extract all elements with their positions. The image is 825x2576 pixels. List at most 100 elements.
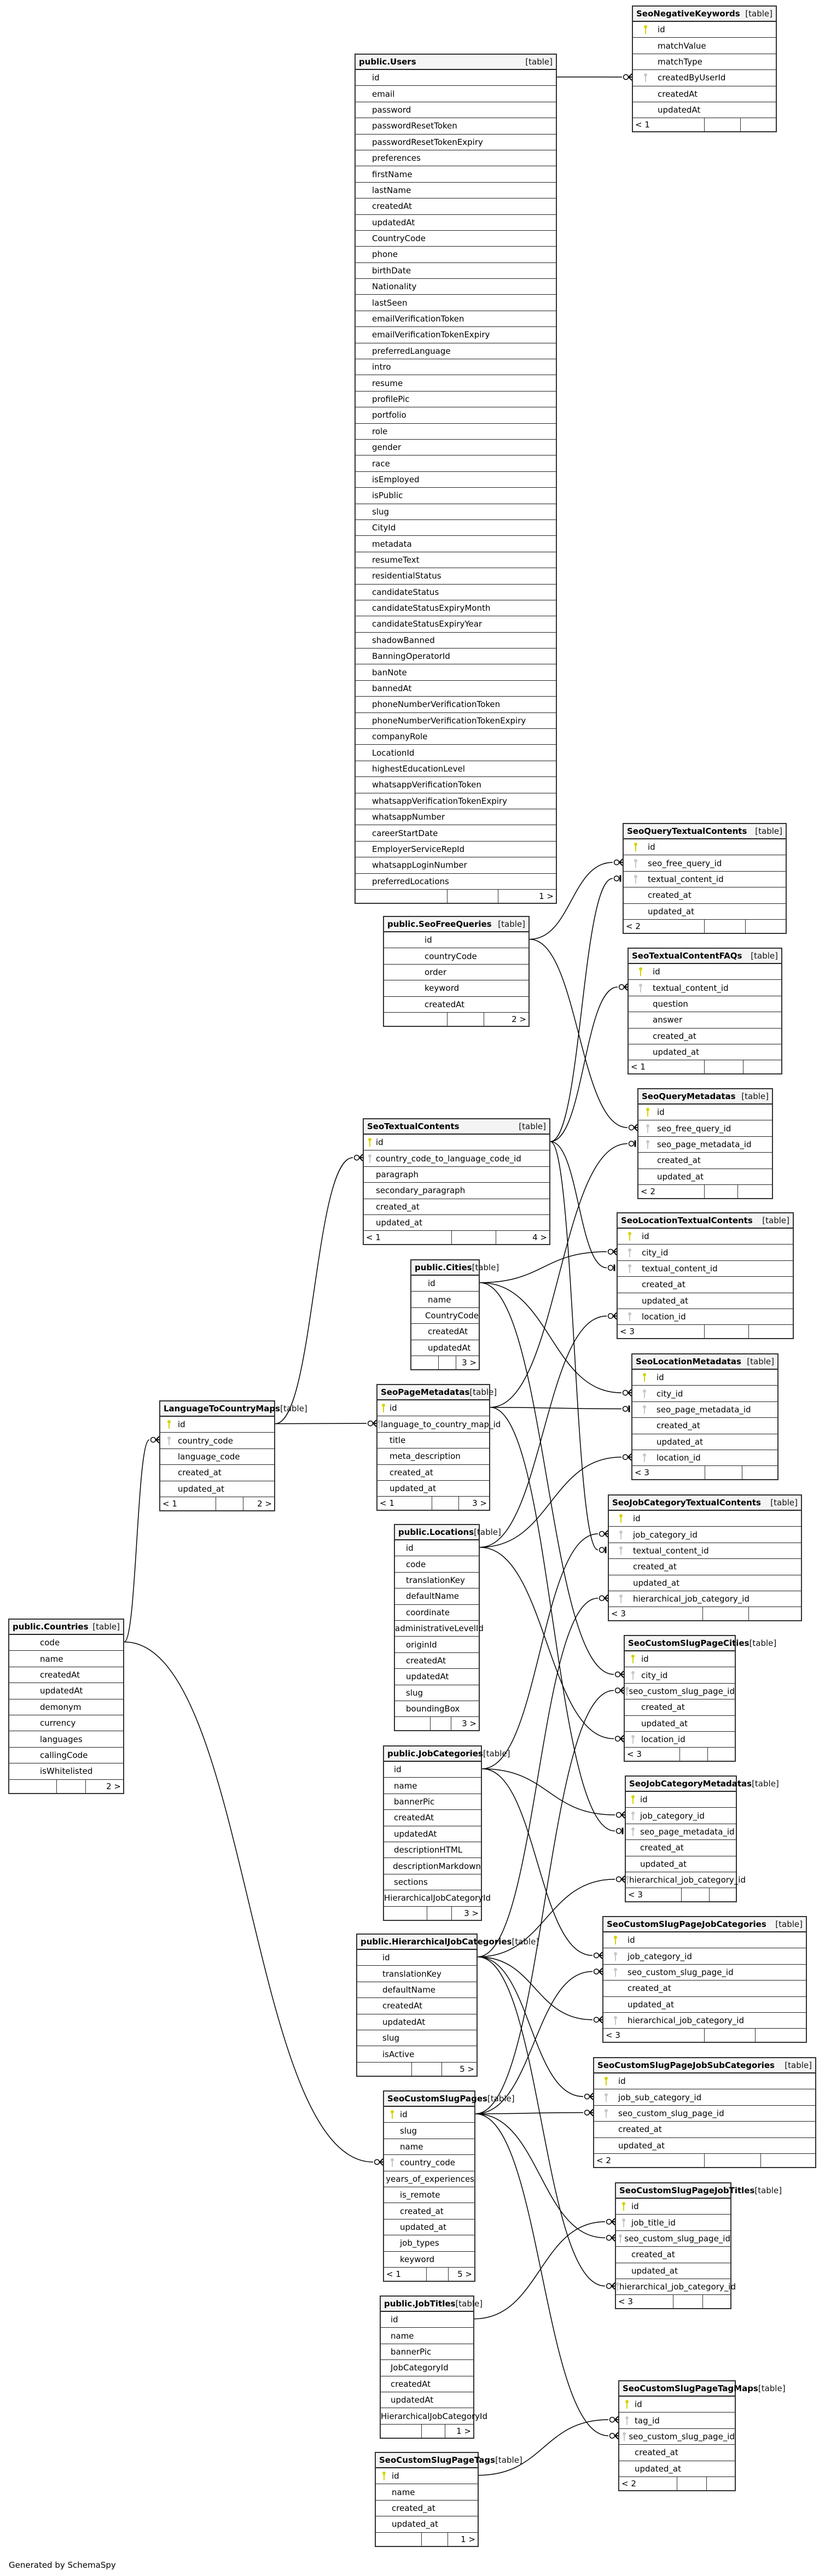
column-row[interactable]: Nationality <box>356 279 556 295</box>
column-row[interactable]: emailVerificationTokenExpiry <box>356 327 556 343</box>
column-row[interactable]: firstName <box>356 166 556 183</box>
column-name[interactable]: race <box>372 458 390 469</box>
column-row[interactable]: id <box>603 1932 806 1949</box>
column-name[interactable]: keyword <box>425 983 460 994</box>
parent-count[interactable]: < 2 <box>638 1184 705 1198</box>
table-name[interactable]: SeoCustomSlugPageJobTitles <box>619 2186 755 2195</box>
column-row[interactable]: role <box>356 424 556 440</box>
column-row[interactable]: created_at <box>384 2203 474 2219</box>
column-name[interactable]: city_id <box>656 1388 683 1399</box>
table-header[interactable]: SeoCustomSlugPages[table] <box>384 2092 515 2107</box>
column-name[interactable]: currency <box>40 1718 76 1728</box>
column-row[interactable]: id <box>411 1276 479 1292</box>
column-row[interactable]: created_at <box>618 1277 793 1293</box>
column-name[interactable]: name <box>400 2141 423 2152</box>
table-header[interactable]: SeoCustomSlugPageCities[table] <box>625 1636 776 1651</box>
column-row[interactable]: name <box>384 2139 474 2156</box>
column-name[interactable]: name <box>394 1780 417 1791</box>
column-row[interactable]: seo_custom_slug_page_id <box>594 2106 815 2122</box>
column-row[interactable]: defaultName <box>395 1588 479 1605</box>
column-name[interactable]: lastSeen <box>372 297 408 308</box>
parent-count[interactable]: < 2 <box>594 2153 705 2167</box>
column-name[interactable]: created_at <box>653 1031 696 1041</box>
column-row[interactable]: id <box>381 2312 473 2328</box>
column-row[interactable]: whatsappNumber <box>356 809 556 826</box>
column-row[interactable]: is_remote <box>384 2187 474 2204</box>
column-row[interactable]: whatsappVerificationTokenExpiry <box>356 793 556 809</box>
column-name[interactable]: country_code <box>178 1435 234 1446</box>
parent-count[interactable] <box>384 1906 427 1920</box>
child-count[interactable]: 3 > <box>462 1719 477 1729</box>
column-row[interactable]: id <box>625 1651 735 1668</box>
column-row[interactable]: location_id <box>625 1732 735 1748</box>
column-row[interactable]: id <box>395 1540 479 1557</box>
column-name[interactable]: created_at <box>641 1702 685 1713</box>
table-header[interactable]: SeoCustomSlugPageJobSubCategories[table] <box>594 2058 815 2073</box>
column-row[interactable]: country_code_to_language_code_id <box>364 1150 549 1167</box>
column-row[interactable]: hierarchical_job_category_id <box>616 2279 736 2295</box>
column-name[interactable]: createdAt <box>428 1327 468 1337</box>
column-row[interactable]: updated_at <box>619 2461 735 2477</box>
column-row[interactable]: updatedAt <box>357 2014 477 2030</box>
column-name[interactable]: updated_at <box>653 1047 699 1058</box>
column-row[interactable]: lastName <box>356 183 556 199</box>
parent-count[interactable]: < 3 <box>632 1466 705 1480</box>
column-name[interactable]: is_remote <box>400 2190 440 2200</box>
child-count[interactable]: 5 > <box>457 2269 472 2279</box>
column-row[interactable]: updated_at <box>626 1856 736 1872</box>
column-row[interactable]: id <box>384 1762 481 1778</box>
column-row[interactable]: city_id <box>632 1386 777 1402</box>
table-header[interactable]: SeoPageMetadatas[table] <box>377 1385 497 1400</box>
column-name[interactable]: location_id <box>656 1453 701 1463</box>
column-row[interactable]: id <box>384 2107 474 2123</box>
column-name[interactable]: hierarchical_job_category_id <box>628 2016 744 2026</box>
column-row[interactable]: tag_id <box>619 2413 735 2429</box>
column-row[interactable]: id <box>633 22 776 38</box>
column-name[interactable]: id <box>628 1935 635 1946</box>
table-header[interactable]: public.Cities[table] <box>411 1260 499 1276</box>
column-name[interactable]: defaultName <box>406 1591 460 1602</box>
column-name[interactable]: updated_at <box>390 1483 436 1494</box>
column-name[interactable]: job_category_id <box>628 1951 692 1961</box>
table-name[interactable]: SeoCustomSlugPageCities <box>628 1638 750 1648</box>
column-name[interactable]: keyword <box>400 2254 435 2264</box>
column-row[interactable]: HierarchicalJobCategoryId <box>384 1890 491 1907</box>
child-count[interactable] <box>742 1466 777 1479</box>
column-name[interactable]: languages <box>40 1734 83 1744</box>
column-name[interactable]: HierarchicalJobCategoryId <box>384 1893 491 1903</box>
column-row[interactable]: metadata <box>356 536 556 552</box>
column-name[interactable]: id <box>642 1231 649 1242</box>
column-row[interactable]: keyword <box>384 2252 474 2268</box>
column-row[interactable]: seo_custom_slug_page_id <box>616 2231 730 2247</box>
column-name[interactable]: candidateStatus <box>372 587 439 597</box>
column-name[interactable]: isEmployed <box>372 474 420 484</box>
column-name[interactable]: id <box>635 2399 642 2410</box>
column-row[interactable]: coordinate <box>395 1605 479 1621</box>
column-row[interactable]: location_id <box>632 1450 777 1467</box>
column-name[interactable]: passwordResetToken <box>372 121 457 131</box>
column-row[interactable]: passwordResetTokenExpiry <box>356 135 556 150</box>
column-row[interactable]: id <box>376 2468 478 2485</box>
column-name[interactable]: id <box>648 842 655 852</box>
column-name[interactable]: hierarchical_job_category_id <box>633 1594 750 1604</box>
table-header[interactable]: SeoTextualContentFAQs[table] <box>629 949 781 964</box>
column-name[interactable]: id <box>391 2315 398 2325</box>
column-row[interactable]: email <box>356 86 556 102</box>
column-row[interactable]: language_code <box>160 1449 274 1465</box>
column-row[interactable]: meta_description <box>377 1448 489 1465</box>
parent-count[interactable] <box>411 1356 439 1369</box>
column-row[interactable]: translationKey <box>357 1966 477 1982</box>
column-row[interactable]: created_at <box>616 2247 730 2263</box>
column-row[interactable]: matchValue <box>633 38 776 54</box>
column-name[interactable]: slug <box>382 2033 400 2043</box>
column-row[interactable]: secondary_paragraph <box>364 1183 549 1199</box>
column-name[interactable]: bannerPic <box>394 1796 435 1807</box>
